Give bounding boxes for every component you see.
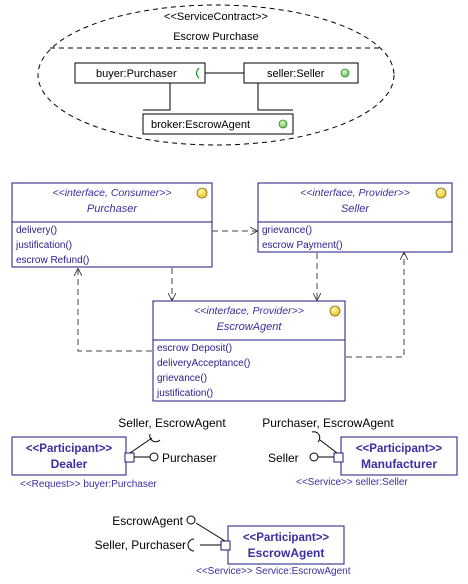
provided-interface-icon bbox=[340, 68, 350, 78]
required-interface-icon bbox=[195, 67, 200, 79]
role-seller-label: seller:Seller bbox=[267, 68, 325, 80]
dependency-escrow-purchaser bbox=[78, 269, 152, 352]
escrow-participant-required-label: Seller, Purchaser bbox=[95, 538, 186, 552]
manufacturer-stereotype: <<Participant>> bbox=[356, 443, 443, 455]
escrow-agent-stereotype: <<interface, Provider>> bbox=[194, 305, 304, 317]
participant-dealer[interactable]: <<Participant>> Dealer Seller, EscrowAge… bbox=[11, 416, 226, 490]
interface-icon bbox=[196, 187, 208, 199]
escrow-agent-name: EscrowAgent bbox=[217, 321, 283, 333]
provided-interface-icon bbox=[186, 515, 196, 525]
required-interface-icon bbox=[187, 538, 195, 552]
escrow-participant-name: EscrowAgent bbox=[248, 546, 325, 560]
dealer-provided-label: Purchaser bbox=[162, 451, 217, 465]
interface-escrow-agent[interactable]: <<interface, Provider>> EscrowAgent escr… bbox=[152, 300, 346, 402]
dealer-required-label: Seller, EscrowAgent bbox=[118, 416, 226, 430]
service-contract[interactable]: <<ServiceContract>> Escrow Purchase buye… bbox=[37, 4, 395, 146]
required-interface-icon bbox=[149, 433, 161, 443]
seller-operation: escrow Payment() bbox=[262, 240, 343, 251]
seller-name: Seller bbox=[341, 203, 370, 215]
interface-purchaser[interactable]: <<interface, Consumer>> Purchaser delive… bbox=[11, 182, 213, 268]
connector-buyer-broker bbox=[143, 82, 171, 111]
seller-stereotype: <<interface, Provider>> bbox=[300, 187, 410, 199]
interface-seller[interactable]: <<interface, Provider>> Seller grievance… bbox=[257, 182, 453, 253]
participant-manufacturer[interactable]: <<Participant>> Manufacturer Purchaser, … bbox=[262, 416, 458, 488]
manufacturer-name: Manufacturer bbox=[361, 457, 437, 471]
port-icon bbox=[124, 452, 135, 463]
provided-interface-icon bbox=[149, 452, 159, 462]
manufacturer-provided-label: Seller bbox=[268, 451, 299, 465]
escrow-participant-stereotype: <<Participant>> bbox=[243, 532, 330, 544]
escrow-participant-provided-label: EscrowAgent bbox=[112, 514, 183, 528]
required-interface-icon bbox=[311, 431, 321, 443]
provided-interface-icon bbox=[309, 452, 319, 462]
provided-interface-icon bbox=[278, 119, 288, 129]
role-broker-label: broker:EscrowAgent bbox=[151, 119, 250, 131]
connector-seller-broker bbox=[257, 82, 293, 111]
purchaser-name: Purchaser bbox=[87, 203, 138, 215]
escrow-agent-operation: deliveryAcceptance() bbox=[157, 358, 250, 369]
role-buyer-label: buyer:Purchaser bbox=[96, 68, 177, 80]
seller-operation: grievance() bbox=[262, 225, 312, 236]
purchaser-operation: delivery() bbox=[16, 225, 57, 236]
purchaser-operation: justification() bbox=[15, 240, 72, 251]
escrow-agent-operation: escrow Deposit() bbox=[157, 343, 232, 354]
purchaser-stereotype: <<interface, Consumer>> bbox=[52, 187, 171, 199]
port-icon bbox=[220, 540, 231, 551]
dependency-escrow-seller bbox=[346, 253, 404, 358]
contract-stereotype: <<ServiceContract>> bbox=[164, 11, 268, 23]
contract-name: Escrow Purchase bbox=[173, 31, 259, 43]
interface-icon bbox=[329, 305, 341, 317]
participant-escrow-agent[interactable]: <<Participant>> EscrowAgent EscrowAgent … bbox=[95, 514, 351, 577]
role-seller[interactable]: seller:Seller bbox=[243, 62, 359, 84]
purchaser-operation: escrow Refund() bbox=[16, 255, 89, 266]
escrow-agent-operation: justification() bbox=[156, 388, 213, 399]
role-buyer[interactable]: buyer:Purchaser bbox=[74, 62, 206, 84]
contract-ellipse bbox=[37, 4, 395, 146]
dealer-caption: <<Request>> buyer:Purchaser bbox=[20, 479, 157, 490]
role-broker[interactable]: broker:EscrowAgent bbox=[142, 113, 294, 135]
port-icon bbox=[333, 452, 344, 463]
dealer-stereotype: <<Participant>> bbox=[26, 443, 113, 455]
dealer-name: Dealer bbox=[51, 457, 88, 471]
dependency-arrows bbox=[78, 231, 404, 358]
manufacturer-caption: <<Service>> seller:Seller bbox=[296, 477, 408, 488]
escrow-agent-operation: grievance() bbox=[157, 373, 207, 384]
escrow-participant-caption: <<Service>> Service:EscrowAgent bbox=[196, 566, 351, 577]
manufacturer-required-label: Purchaser, EscrowAgent bbox=[262, 416, 394, 430]
interface-icon bbox=[435, 187, 447, 199]
